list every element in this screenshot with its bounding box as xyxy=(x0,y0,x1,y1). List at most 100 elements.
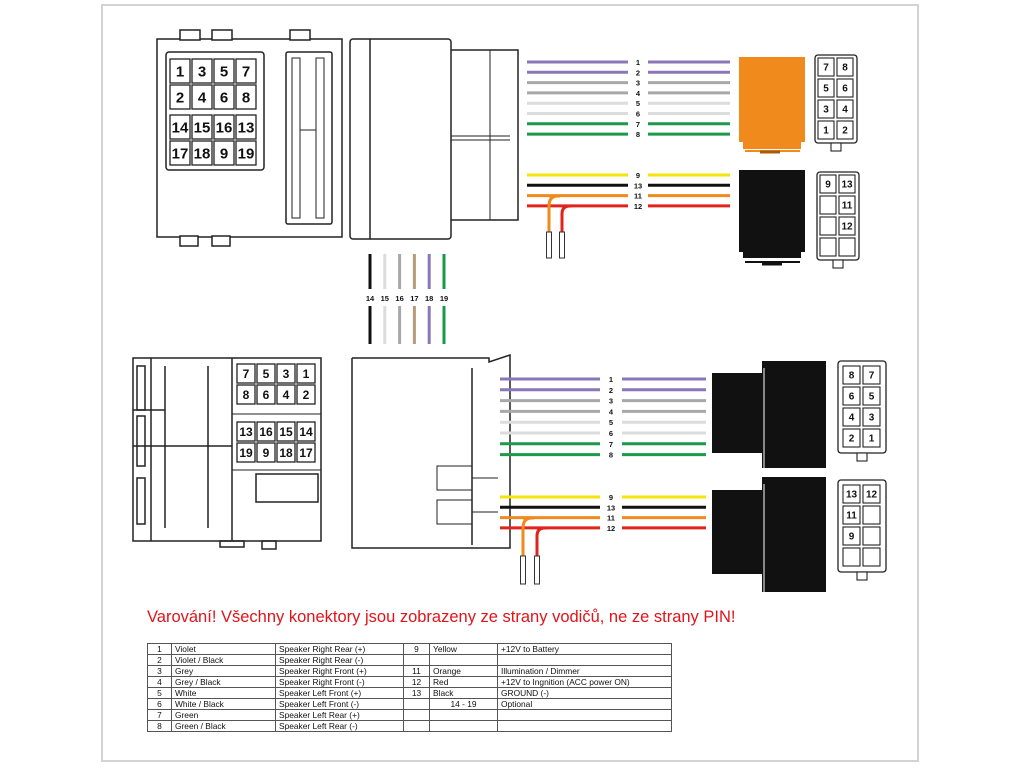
table-cell: Optional xyxy=(497,698,672,710)
table-cell xyxy=(497,720,672,732)
bottom-iso-pin-cell xyxy=(236,363,256,384)
top-speaker-plug-orange xyxy=(739,57,805,154)
plug-top-power-cell xyxy=(838,195,856,215)
plug-top-speaker-cell-label: 2 xyxy=(842,126,848,137)
optional-wire-label: 18 xyxy=(425,294,433,303)
plug-top-speaker-cell-label: 8 xyxy=(842,63,848,74)
top-iso-pin-label: 17 xyxy=(172,145,189,162)
table-cell xyxy=(429,720,498,732)
plug-bottom-power-cell xyxy=(862,526,881,546)
table-cell xyxy=(429,654,498,666)
table-cell: 8 xyxy=(147,720,172,732)
top-iso-pin-cell xyxy=(235,58,257,84)
bottom-bare-terminal xyxy=(534,555,540,585)
table-cell: Green xyxy=(171,709,276,721)
optional-wire-label: 16 xyxy=(395,294,403,303)
bottom-power-wire-label: 13 xyxy=(607,503,615,512)
plug-bottom-power-latch xyxy=(856,571,868,581)
bottom-iso-pin-cell xyxy=(236,384,256,405)
plug-bottom-power-cell-label: 11 xyxy=(846,511,857,522)
top-iso-pin-label: 5 xyxy=(220,63,228,80)
top-iso-pin-cell xyxy=(169,140,191,166)
plug-bottom-speaker-cell-label: 3 xyxy=(869,413,875,424)
table-cell: Speaker Left Rear (+) xyxy=(275,709,404,721)
table-cell: 13 xyxy=(403,687,430,699)
diagram-frame xyxy=(101,4,919,762)
bottom-bare-terminal xyxy=(520,555,526,585)
table-cell: Speaker Right Rear (-) xyxy=(275,654,404,666)
table-cell: Red xyxy=(429,676,498,688)
top-iso-pin-label: 2 xyxy=(176,89,184,106)
plug-top-speaker-cell xyxy=(817,57,835,77)
bottom-iso-pin-label: 5 xyxy=(263,367,270,381)
table-cell: Speaker Left Rear (-) xyxy=(275,720,404,732)
table-cell: Black xyxy=(429,687,498,699)
bottom-iso-pin-label: 7 xyxy=(243,367,250,381)
table-cell: 12 xyxy=(403,676,430,688)
bottom-iso-pin-label: 14 xyxy=(299,425,313,439)
top-speaker-wire-label: 5 xyxy=(636,99,640,108)
top-power-wire-label: 13 xyxy=(634,181,642,190)
top-iso-pin-cell xyxy=(169,58,191,84)
top-iso-pin-label: 1 xyxy=(176,63,184,80)
bottom-red-tail xyxy=(535,526,546,556)
top-bare-terminal xyxy=(559,231,565,259)
bottom-speaker-wire-label: 2 xyxy=(609,386,613,395)
table-cell: 4 xyxy=(147,676,172,688)
top-speaker-wire-label: 8 xyxy=(636,130,640,139)
top-iso-pin-label: 18 xyxy=(194,145,211,162)
optional-wire-label: 14 xyxy=(366,294,375,303)
bottom-iso-pin-label: 1 xyxy=(303,367,310,381)
top-power-wire-label: 9 xyxy=(636,171,640,180)
table-cell: Speaker Right Rear (+) xyxy=(275,643,404,655)
table-cell xyxy=(403,698,430,710)
bottom-power-plug-black xyxy=(712,477,826,592)
bottom-speaker-wire-label: 1 xyxy=(609,375,613,384)
plug-bottom-speaker-cell-label: 1 xyxy=(869,434,875,445)
plug-top-power-cell xyxy=(819,216,837,236)
top-iso-pin-label: 13 xyxy=(238,119,255,136)
table-cell: Grey xyxy=(171,665,276,677)
table-cell: 14 - 19 xyxy=(429,698,498,710)
bottom-iso-pin-cell xyxy=(276,384,296,405)
plug-top-speaker-cell-label: 3 xyxy=(823,105,829,116)
bottom-speaker-wire-label: 7 xyxy=(609,440,613,449)
table-cell: Green / Black xyxy=(171,720,276,732)
plug-top-speaker-cell xyxy=(836,78,854,98)
bottom-iso-pin-label: 3 xyxy=(283,367,290,381)
plug-bottom-speaker-cell xyxy=(842,407,861,427)
bottom-iso-pin-label: 4 xyxy=(283,388,290,402)
top-iso-pin-label: 8 xyxy=(242,89,250,106)
plug-top-power-cell xyxy=(819,195,837,215)
optional-wire-label: 19 xyxy=(440,294,448,303)
table-cell: Speaker Left Front (+) xyxy=(275,687,404,699)
bottom-iso-pin-label: 9 xyxy=(263,446,270,460)
table-cell: Speaker Right Front (+) xyxy=(275,665,404,677)
plug-top-power-cell-label: 11 xyxy=(842,201,853,212)
top-bare-terminal xyxy=(546,231,552,259)
table-cell: 2 xyxy=(147,654,172,666)
plug-top-speaker-cell xyxy=(836,120,854,140)
bottom-iso-pin-cell xyxy=(276,421,296,442)
bottom-orange-tail xyxy=(521,516,533,556)
top-iso-pin-cell xyxy=(235,84,257,110)
bottom-iso-pin-label: 13 xyxy=(239,425,253,439)
bottom-iso-pin-cell xyxy=(276,363,296,384)
optional-wire-label: 17 xyxy=(410,294,418,303)
plug-bottom-speaker-cell-label: 7 xyxy=(869,371,875,382)
top-power-wire-label: 11 xyxy=(634,192,642,201)
table-cell xyxy=(403,654,430,666)
top-iso-pin-cell xyxy=(191,114,213,140)
table-cell xyxy=(403,709,430,721)
bottom-iso-pin-cell xyxy=(256,421,276,442)
plug-bottom-power-cell-label: 12 xyxy=(866,490,878,501)
plug-bottom-speaker-cell-label: 8 xyxy=(849,371,855,382)
